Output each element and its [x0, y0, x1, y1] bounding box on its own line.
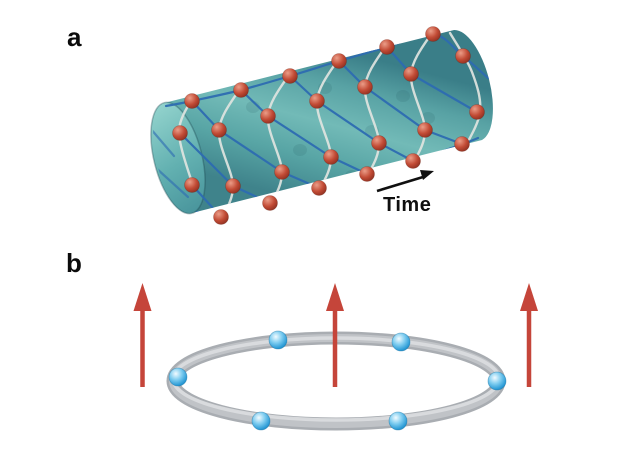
time-arrow-shaft [376, 175, 424, 193]
space-ring-line [409, 29, 435, 166]
particle-sphere [311, 180, 327, 196]
panel-b-label: b [66, 248, 82, 278]
particle-sphere [425, 26, 441, 42]
particle-sphere [323, 149, 339, 165]
particle-sphere [417, 122, 433, 138]
ion-ring-panel [133, 283, 538, 431]
field-arrow-head [326, 283, 344, 311]
particle-sphere [405, 153, 421, 169]
ion-sphere [268, 330, 288, 350]
particle-sphere [262, 195, 278, 211]
space-ring-line [363, 42, 389, 179]
panel-a-label: a [67, 22, 82, 52]
particle-sphere [274, 164, 290, 180]
time-arrow-head [420, 170, 434, 180]
shadow-smudge [293, 144, 307, 156]
field-arrow-head [520, 283, 538, 311]
particle-sphere [379, 39, 395, 55]
time-axis-label: Time [383, 194, 432, 216]
particle-sphere [282, 68, 298, 84]
particle-sphere [213, 209, 229, 225]
field-arrow [133, 283, 152, 387]
helix-segment [363, 85, 427, 132]
particle-sphere [454, 136, 470, 152]
time-arrow [376, 170, 434, 193]
particle-sphere [184, 93, 200, 109]
helix-segment [217, 128, 284, 174]
helix-segment [178, 131, 235, 188]
field-arrow-head [133, 283, 152, 311]
particle-sphere [172, 125, 188, 141]
cap-face-helix-line [154, 166, 190, 199]
spacetime-cylinder [150, 26, 493, 225]
space-ring-line [315, 56, 341, 193]
field-arrow [520, 283, 538, 387]
shadow-smudge [396, 90, 410, 102]
particle-sphere [331, 53, 347, 69]
particle-sphere [309, 93, 325, 109]
particle-sphere [403, 66, 419, 82]
helix-segment [409, 72, 479, 114]
helix-segment [266, 114, 333, 159]
helix-segment [315, 99, 381, 145]
particle-sphere [225, 178, 241, 194]
shadow-smudge [345, 170, 359, 182]
particle-sphere [469, 104, 485, 120]
particle-sphere [359, 166, 375, 182]
particle-sphere [455, 48, 471, 64]
ion-sphere [487, 371, 507, 391]
field-arrow [326, 283, 344, 387]
cap-face-helix-line [153, 126, 176, 158]
particle-sphere [184, 177, 200, 193]
particle-sphere [357, 79, 373, 95]
ion-sphere [391, 332, 411, 352]
ion-sphere [168, 367, 188, 387]
ion-sphere [251, 411, 271, 431]
particle-sphere [211, 122, 227, 138]
particle-sphere [233, 82, 249, 98]
particle-sphere [371, 135, 387, 151]
ion-sphere [388, 411, 408, 431]
particle-sphere [260, 108, 276, 124]
